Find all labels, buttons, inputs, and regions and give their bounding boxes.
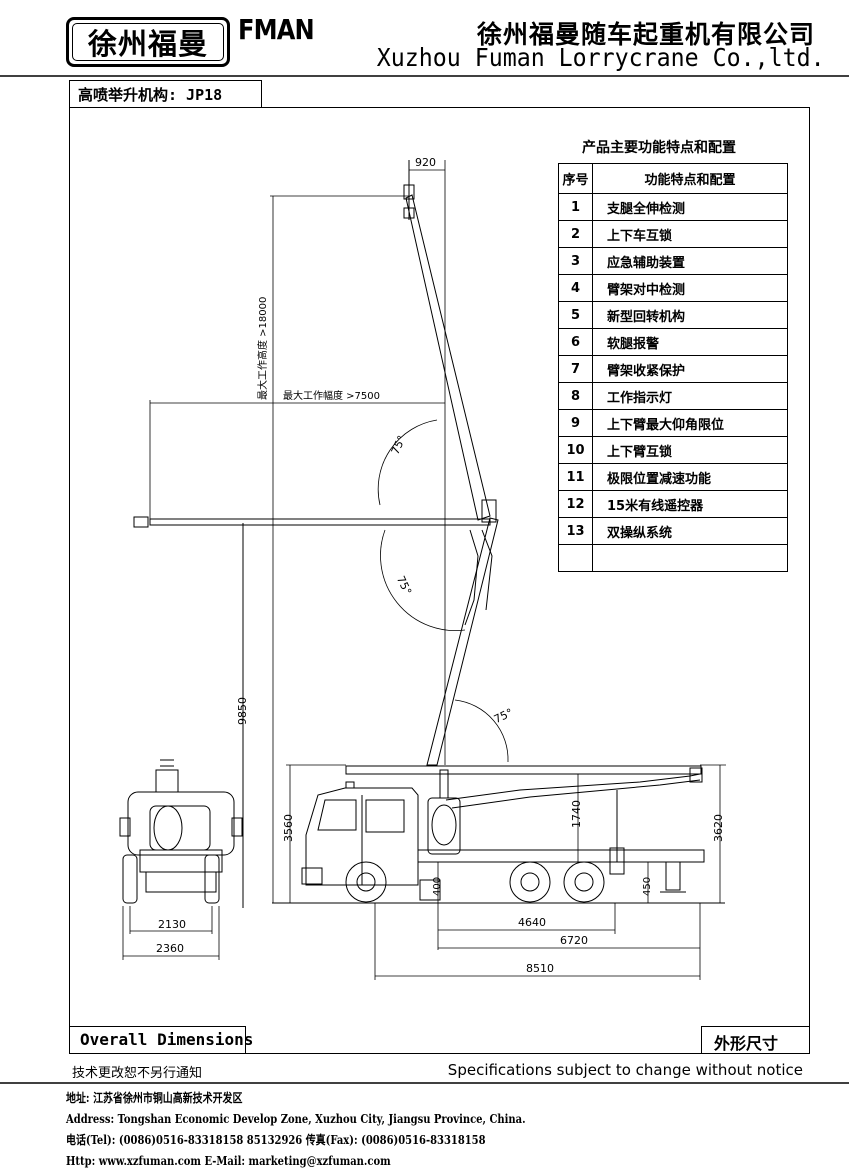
dim-mount-height: 1740 [570, 800, 583, 828]
col-no-header: 序号 [558, 163, 593, 194]
dim-max-radius: 最大工作幅度 >7500 [283, 389, 380, 402]
feature-number: 10 [558, 436, 593, 464]
overall-en-box [69, 1026, 246, 1054]
feature-text [592, 544, 788, 572]
overall-cn-box [701, 1026, 810, 1054]
feature-text: 新型回转机构 [592, 301, 788, 329]
feature-number: 8 [558, 382, 593, 410]
model-label-box [69, 80, 262, 108]
angle-arcs [377, 419, 509, 763]
features-title: 产品主要功能特点和配置 [582, 140, 736, 156]
company-name-cn: 徐州福曼随车起重机有限公司 [476, 20, 815, 49]
dim-angle-lower: 75° [492, 706, 515, 726]
drawing-frame [69, 107, 810, 1054]
company-name-en: Xuzhou Fuman Lorrycrane Co.,ltd. [377, 43, 825, 72]
feature-number: 7 [558, 355, 593, 383]
dim-top-offset: 920 [415, 156, 436, 169]
dim-angle-middle: 75° [394, 574, 414, 597]
feature-text: 臂架收紧保护 [592, 355, 788, 383]
feature-text: 支腿全伸检测 [592, 193, 788, 221]
footer-contact: 地址: 江苏省徐州市铜山高新技术开发区 Address: Tongshan Ec… [66, 1088, 620, 1172]
feature-text: 应急辅助装置 [592, 247, 788, 275]
dim-angle-upper: 75° [389, 433, 409, 456]
feature-text: 上下臂最大仰角限位 [592, 409, 788, 437]
feature-text: 15米有线遥控器 [592, 490, 788, 518]
feature-text: 上下车互锁 [592, 220, 788, 248]
raised-boom [133, 160, 499, 766]
col-feature-header: 功能特点和配置 [592, 163, 788, 194]
feature-text: 双操纵系统 [592, 517, 788, 545]
dim-wheelbase: 4640 [518, 916, 546, 929]
dim-ground-left: 400 [432, 877, 443, 896]
brand-name: FMAN [238, 13, 315, 46]
dim-overall-width: 2360 [156, 942, 184, 955]
feature-text: 软腿报警 [592, 328, 788, 356]
overall-dimensions-cn: 外形尺寸 [714, 1034, 779, 1053]
front-view [119, 523, 244, 908]
feature-number: 9 [558, 409, 593, 437]
footer-address-cn: 地址: 江苏省徐州市铜山高新技术开发区 [66, 1091, 243, 1105]
front-dimension-lines [122, 906, 220, 960]
dim-rear-length: 6720 [560, 934, 588, 947]
footer-address-en: Address: Tongshan Economic Develop Zone,… [66, 1112, 526, 1126]
feature-number: 2 [558, 220, 593, 248]
feature-number: 6 [558, 328, 593, 356]
feature-number: 13 [558, 517, 593, 545]
dim-track-width: 2130 [158, 918, 186, 931]
dim-ground-right: 450 [642, 877, 653, 896]
overall-dimensions-en: Overall Dimensions [80, 1030, 254, 1049]
dim-max-height: 最大工作高度 >18000 [256, 297, 269, 400]
feature-number: 1 [558, 193, 593, 221]
notice-cn: 技术更改恕不另行通知 [72, 1066, 203, 1081]
dim-boom-pivot-height: 9850 [236, 697, 249, 725]
logo-text: 徐州福曼 [72, 23, 224, 61]
feature-text: 上下臂互锁 [592, 436, 788, 464]
dim-overall-length: 8510 [526, 962, 554, 975]
feature-number: 12 [558, 490, 593, 518]
notice-en: Specifications subject to change without… [447, 1061, 803, 1079]
dim-cab-height: 3560 [282, 814, 295, 842]
company-logo: 徐州福曼 [66, 17, 230, 67]
feature-number [558, 544, 593, 572]
table-row [558, 544, 788, 572]
model-label: 高喷举升机构: JP18 [78, 86, 223, 104]
side-dimension-lines [149, 160, 726, 980]
dim-overall-height: 3620 [712, 814, 725, 842]
feature-number: 4 [558, 274, 593, 302]
feature-number: 11 [558, 463, 593, 491]
feature-number: 5 [558, 301, 593, 329]
feature-text: 工作指示灯 [592, 382, 788, 410]
table-header-row: 序号 功能特点和配置 [558, 163, 788, 194]
stowed-boom [345, 765, 703, 809]
side-view-truck [301, 769, 705, 903]
feature-number: 3 [558, 247, 593, 275]
footer-phone: 电话(Tel): (0086)0516-83318158 85132926 传真… [66, 1133, 486, 1147]
footer-web: Http: www.xzfuman.com E-Mail: marketing@… [66, 1154, 391, 1168]
feature-text: 臂架对中检测 [592, 274, 788, 302]
feature-text: 极限位置减速功能 [592, 463, 788, 491]
